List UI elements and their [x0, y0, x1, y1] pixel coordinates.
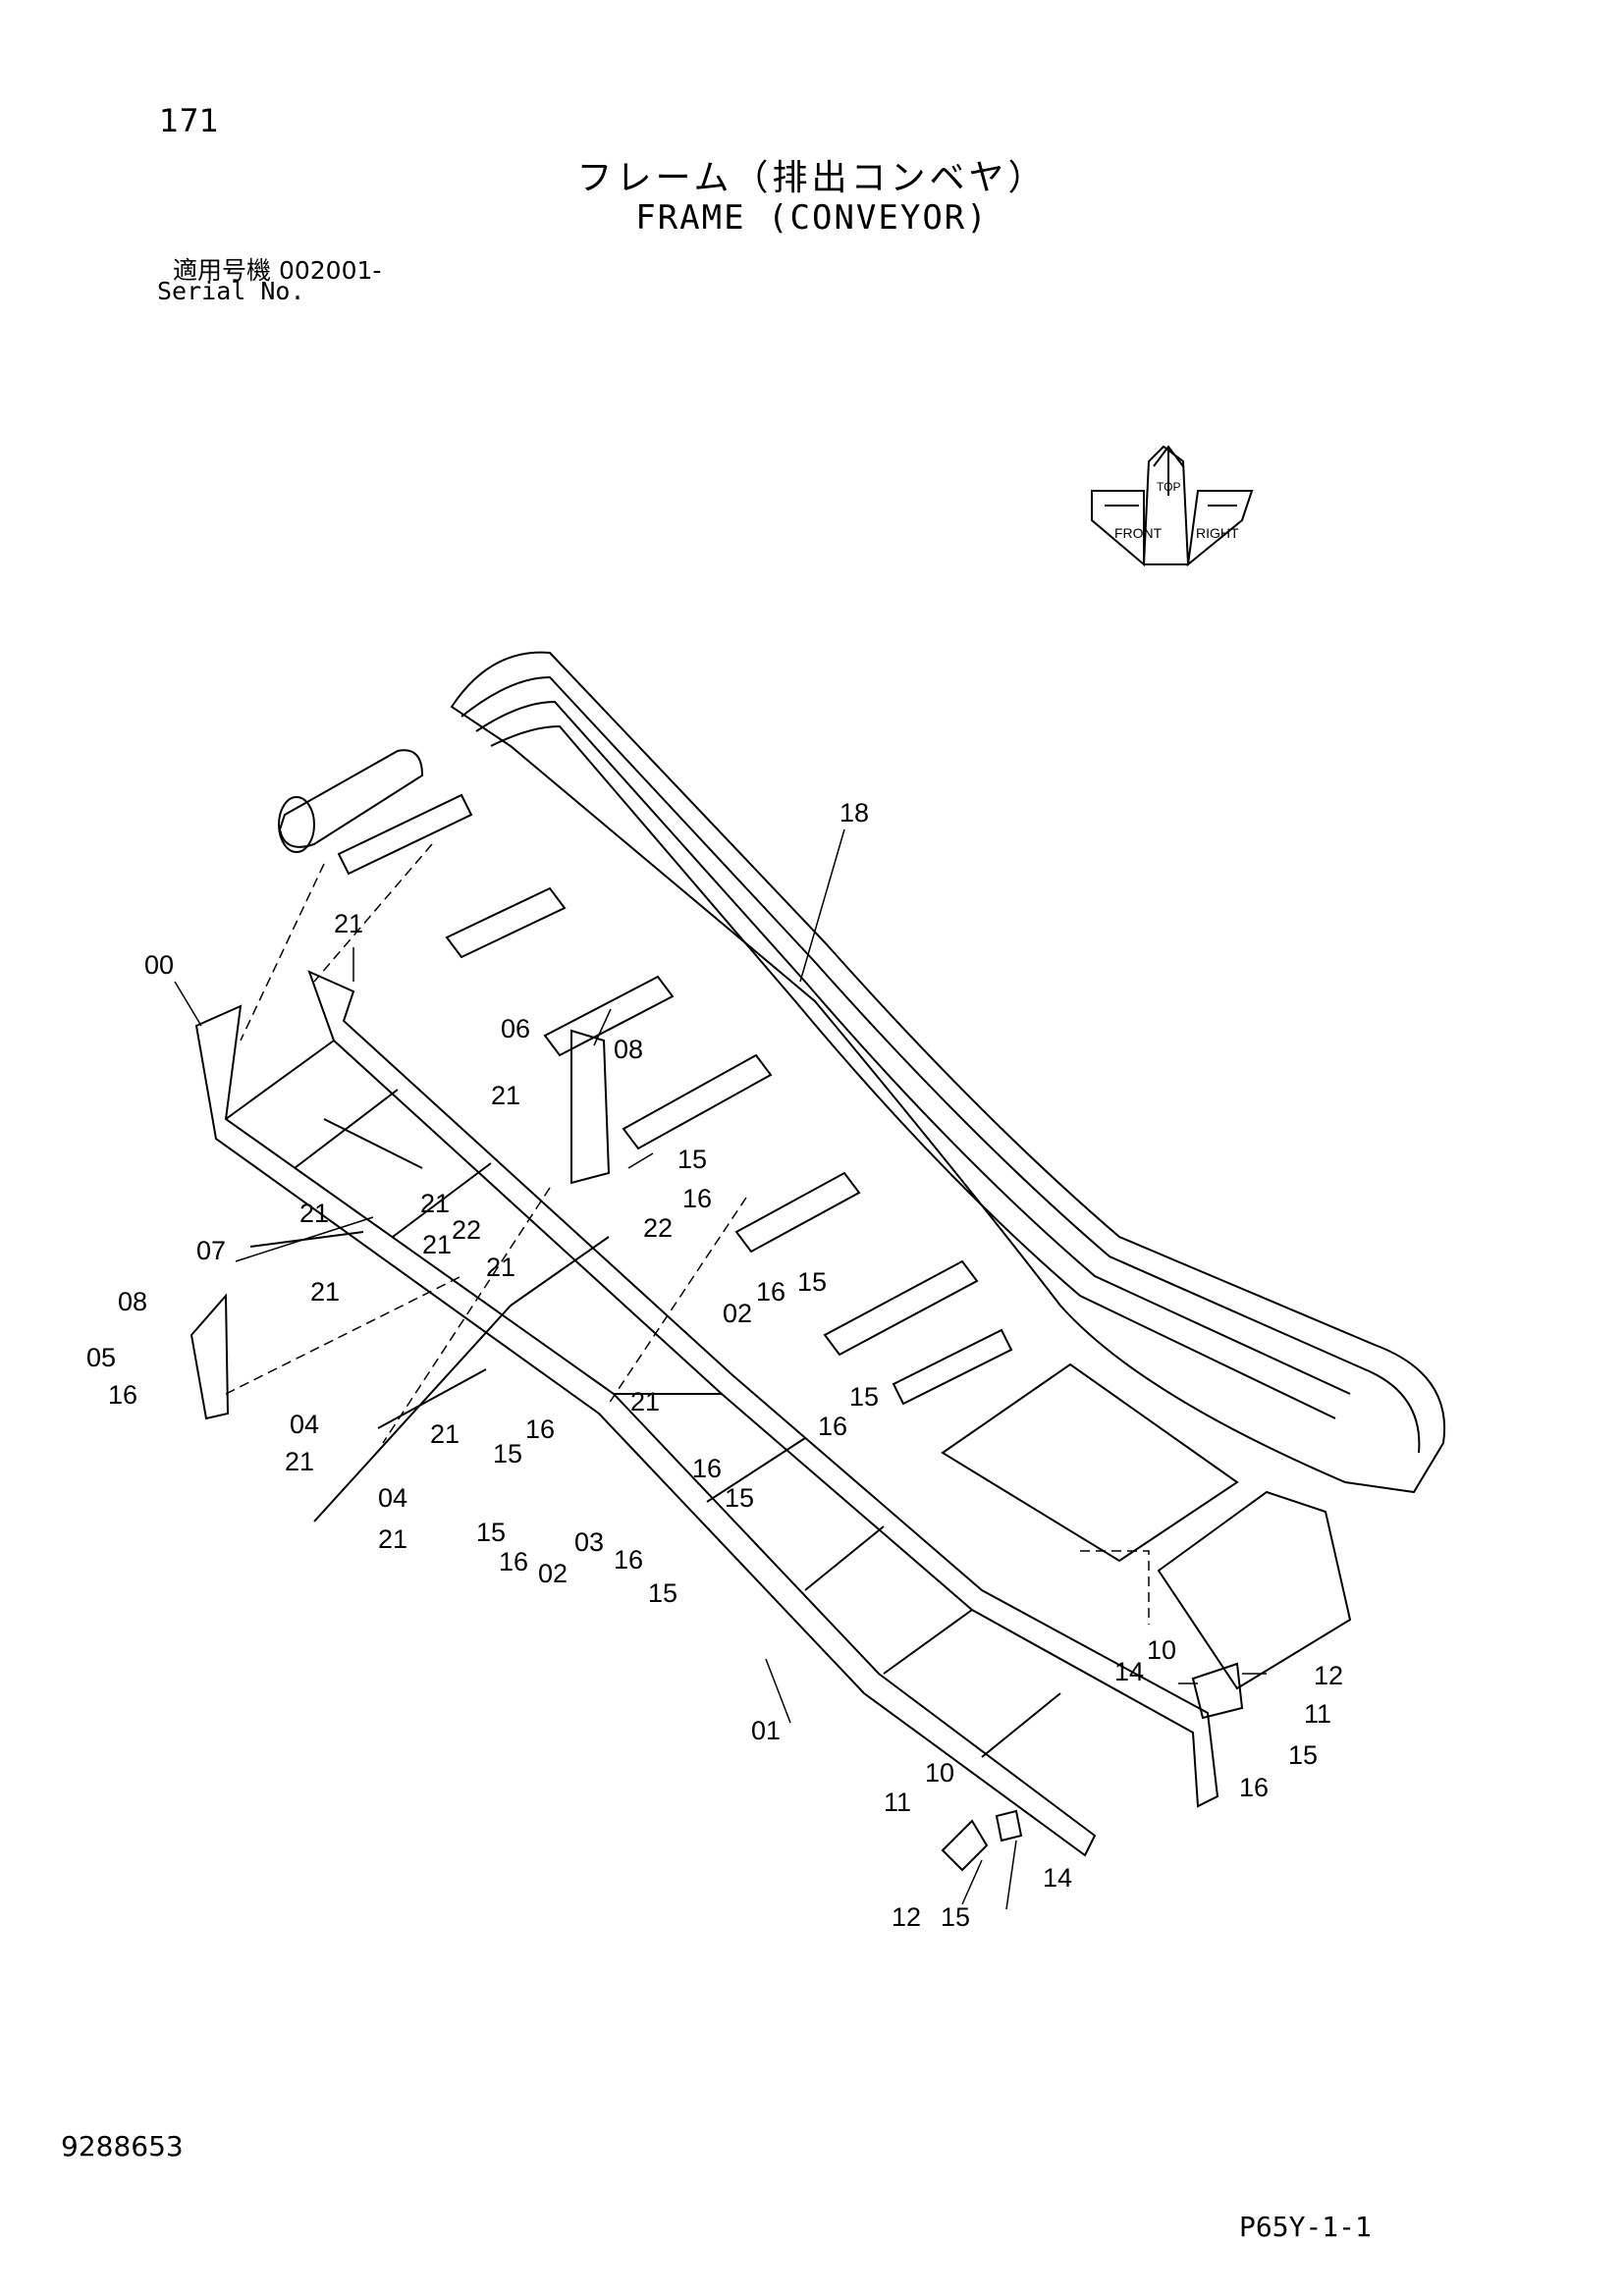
- callout-leaders: [174, 828, 1267, 1910]
- callout-22: 22: [452, 1215, 481, 1245]
- callout-21: 21: [378, 1524, 407, 1554]
- callout-05: 05: [86, 1343, 116, 1372]
- document-number: 9288653: [61, 2130, 184, 2163]
- callout-18: 18: [839, 798, 869, 828]
- callout-15: 15: [648, 1578, 677, 1608]
- callout-01: 01: [751, 1716, 781, 1745]
- callout-11: 11: [1304, 1699, 1331, 1729]
- callout-14: 14: [1043, 1863, 1072, 1893]
- callout-07: 07: [196, 1236, 226, 1265]
- callout-11: 11: [884, 1788, 911, 1817]
- callout-08: 08: [614, 1035, 643, 1064]
- conveyor-belt: [450, 651, 1446, 1494]
- callout-21: 21: [422, 1230, 452, 1259]
- page-number: 171: [159, 102, 220, 139]
- callout-22: 22: [643, 1213, 673, 1243]
- callout-04: 04: [290, 1410, 319, 1439]
- title-english: FRAME (CONVEYOR): [635, 198, 989, 238]
- callout-21: 21: [420, 1189, 450, 1218]
- callout-21: 21: [430, 1419, 460, 1449]
- callout-labels: 00 01 02 02 02 03 04 04 05 06 07 08 08 1…: [86, 798, 1343, 1932]
- callout-02: 02: [723, 1299, 752, 1328]
- callout-21: 21: [486, 1253, 515, 1282]
- callout-06: 06: [501, 1014, 530, 1043]
- orientation-indicator-icon: FRONT TOP RIGHT: [1091, 445, 1254, 567]
- callout-15: 15: [941, 1902, 970, 1932]
- callout-21: 21: [630, 1387, 660, 1416]
- callout-16: 16: [756, 1277, 785, 1307]
- callout-15: 15: [797, 1267, 827, 1297]
- front-label: FRONT: [1114, 525, 1163, 541]
- callout-15: 15: [1288, 1740, 1318, 1770]
- callout-15: 15: [476, 1518, 506, 1547]
- callout-21: 21: [299, 1199, 329, 1228]
- callout-21: 21: [334, 909, 363, 938]
- callout-12: 12: [1314, 1661, 1343, 1690]
- callout-10: 10: [925, 1758, 954, 1788]
- title-japanese: フレーム（排出コンベヤ）: [576, 158, 1048, 198]
- main-frame: [194, 970, 1219, 1857]
- callout-04: 04: [378, 1483, 407, 1513]
- serial-label-japanese: 適用号機 002001-: [173, 256, 382, 285]
- assembly-guidelines: [225, 843, 1150, 1625]
- idler-rollers: [445, 886, 1352, 1690]
- callout-03: 03: [574, 1527, 604, 1557]
- callout-08: 08: [118, 1287, 147, 1316]
- brackets: [189, 1029, 1244, 1872]
- callout-16: 16: [499, 1547, 528, 1576]
- callout-16: 16: [525, 1415, 555, 1444]
- callout-00: 00: [144, 950, 174, 980]
- right-label: RIGHT: [1196, 525, 1239, 541]
- head-pulley: [278, 749, 473, 876]
- serial-label-english: Serial No.: [157, 277, 305, 305]
- callout-21: 21: [285, 1447, 314, 1476]
- callout-21: 21: [491, 1081, 520, 1110]
- callout-15: 15: [849, 1382, 879, 1412]
- callout-15: 15: [493, 1439, 522, 1468]
- callout-15: 15: [725, 1483, 754, 1513]
- callout-14: 14: [1114, 1657, 1144, 1686]
- top-label: TOP: [1157, 480, 1180, 494]
- reference-code: P65Y-1-1: [1239, 2211, 1372, 2243]
- callout-21: 21: [310, 1277, 340, 1307]
- callout-16: 16: [1239, 1773, 1269, 1802]
- callout-16: 16: [692, 1454, 722, 1483]
- callout-10: 10: [1147, 1635, 1176, 1665]
- callout-12: 12: [892, 1902, 921, 1932]
- callout-16: 16: [818, 1412, 847, 1441]
- callout-16: 16: [108, 1380, 137, 1410]
- callout-15: 15: [677, 1145, 707, 1174]
- callout-16: 16: [614, 1545, 643, 1575]
- callout-16: 16: [682, 1184, 712, 1213]
- callout-02: 02: [538, 1559, 568, 1588]
